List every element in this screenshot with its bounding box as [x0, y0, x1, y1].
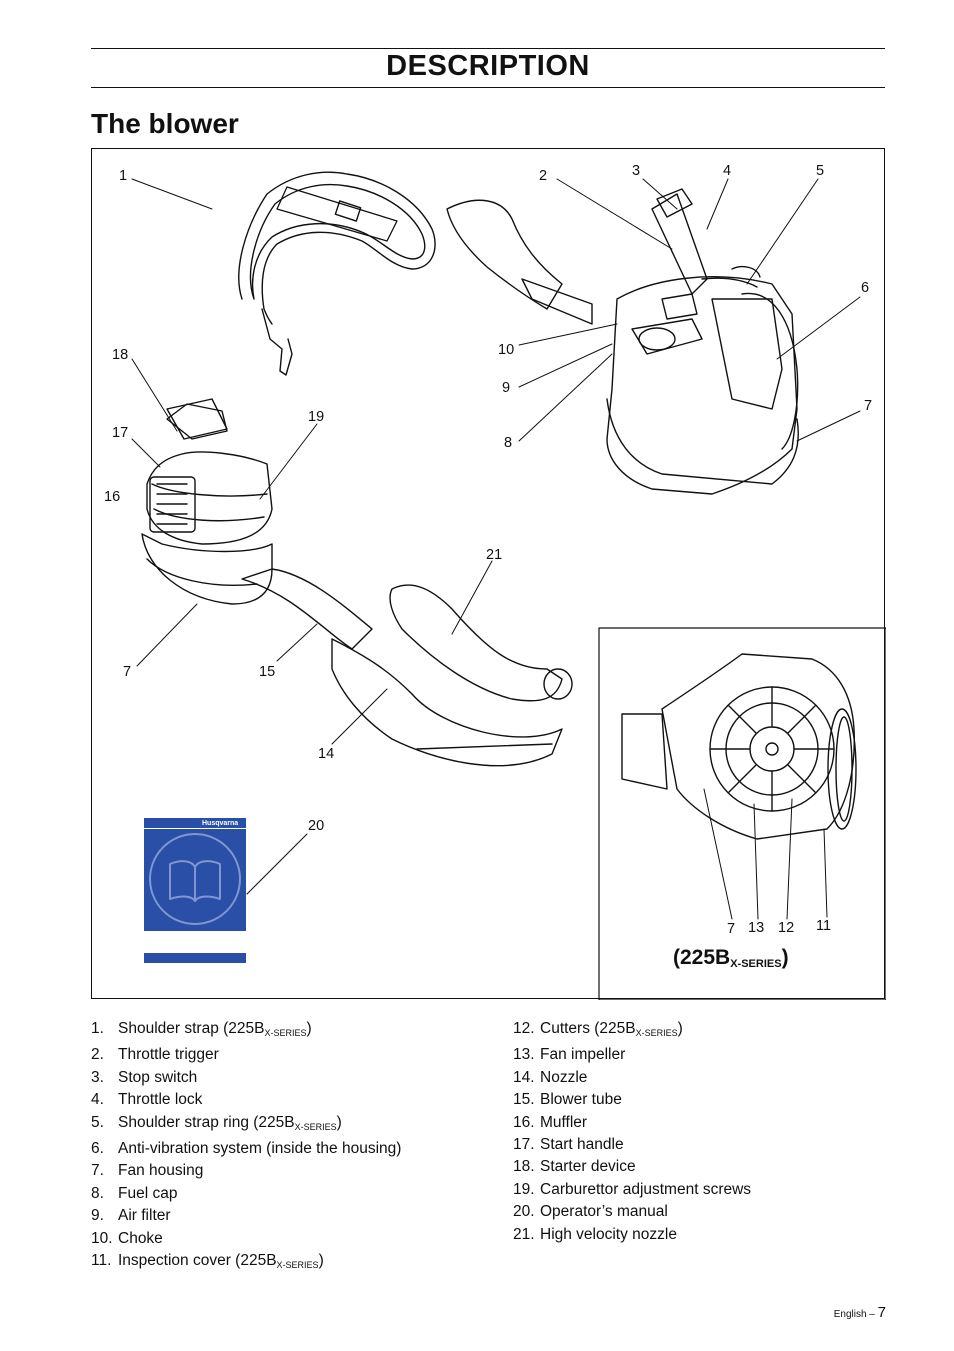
legend-item: 14.Nozzle [513, 1068, 588, 1086]
callout-12: 12 [778, 920, 794, 936]
legend-item: 15.Blower tube [513, 1091, 622, 1109]
legend-item: 5.Shoulder strap ring (225BX-SERIES) [91, 1113, 342, 1132]
callout-8: 8 [504, 435, 512, 451]
callout-5: 5 [816, 163, 824, 179]
legend-item: 4.Throttle lock [91, 1091, 203, 1109]
callout-9: 9 [502, 380, 510, 396]
legend-item: 7.Fan housing [91, 1162, 204, 1180]
legend-item: 16.Muffler [513, 1113, 588, 1131]
operators-manual-drawing: Husqvarna [144, 818, 246, 963]
callout-7a: 7 [864, 398, 872, 414]
legend-item: 8.Fuel cap [91, 1184, 178, 1202]
callout-1: 1 [119, 168, 127, 184]
page-heading: The blower [91, 108, 239, 139]
legend-item: 6.Anti-vibration system (inside the hous… [91, 1140, 402, 1158]
legend-item: 12.Cutters (225BX-SERIES) [513, 1020, 683, 1038]
legend-item: 17.Start handle [513, 1136, 624, 1154]
inset-fan-drawing [621, 653, 857, 840]
legend-right: 12.Cutters (225BX-SERIES) 13.Fan impelle… [513, 1018, 751, 1246]
callout-15: 15 [259, 664, 275, 680]
callout-7c: 7 [727, 921, 735, 937]
page-number: 7 [877, 1304, 886, 1321]
callout-18: 18 [112, 347, 128, 363]
callout-6: 6 [861, 280, 869, 296]
blower-main-drawing [446, 188, 799, 495]
callout-17: 17 [112, 425, 128, 441]
callout-13: 13 [748, 920, 764, 936]
legend-item: 9.Air filter [91, 1207, 171, 1225]
callout-20: 20 [308, 818, 324, 834]
legend-item: 2.Throttle trigger [91, 1046, 219, 1064]
callout-16: 16 [104, 489, 120, 505]
callout-19: 19 [308, 409, 324, 425]
callout-10: 10 [498, 342, 514, 358]
inset-title: (225BX-SERIES) [673, 946, 789, 970]
section-rule [91, 87, 885, 88]
legend-item: 10.Choke [91, 1229, 163, 1247]
callout-11: 11 [816, 918, 831, 934]
callout-2: 2 [539, 168, 547, 184]
inset-box [598, 627, 886, 1000]
legend-item: 11.Inspection cover (225BX-SERIES) [91, 1252, 324, 1271]
top-rule [91, 48, 885, 49]
legend-item: 18.Starter device [513, 1158, 636, 1176]
blower-illustration: Husqvarna [104, 163, 886, 1000]
manual-brand: Husqvarna [202, 820, 238, 827]
legend-item: 1.Shoulder strap (225BX-SERIES) [91, 1020, 312, 1038]
blower-engine-drawing [141, 398, 573, 767]
legend-item: 3.Stop switch [91, 1068, 198, 1086]
callout-3: 3 [632, 163, 640, 179]
legend-item: 13.Fan impeller [513, 1046, 626, 1064]
blower-figure: Husqvarna [91, 148, 886, 1000]
shoulder-strap-drawing [238, 171, 436, 376]
page-footer: English – 7 [833, 1304, 886, 1321]
legend-item: 19.Carburettor adjustment screws [513, 1180, 752, 1198]
leader-lines [131, 178, 861, 920]
callout-7b: 7 [123, 664, 131, 680]
legend-item: 21.High velocity nozzle [513, 1225, 677, 1243]
section-title: DESCRIPTION [386, 50, 590, 82]
callout-14: 14 [318, 746, 334, 762]
callout-4: 4 [723, 163, 731, 179]
callout-21: 21 [486, 547, 502, 563]
legend-left: 1.Shoulder strap (225BX-SERIES) 2.Thrott… [91, 1018, 401, 1276]
legend-item: 20.Operator’s manual [513, 1203, 668, 1221]
